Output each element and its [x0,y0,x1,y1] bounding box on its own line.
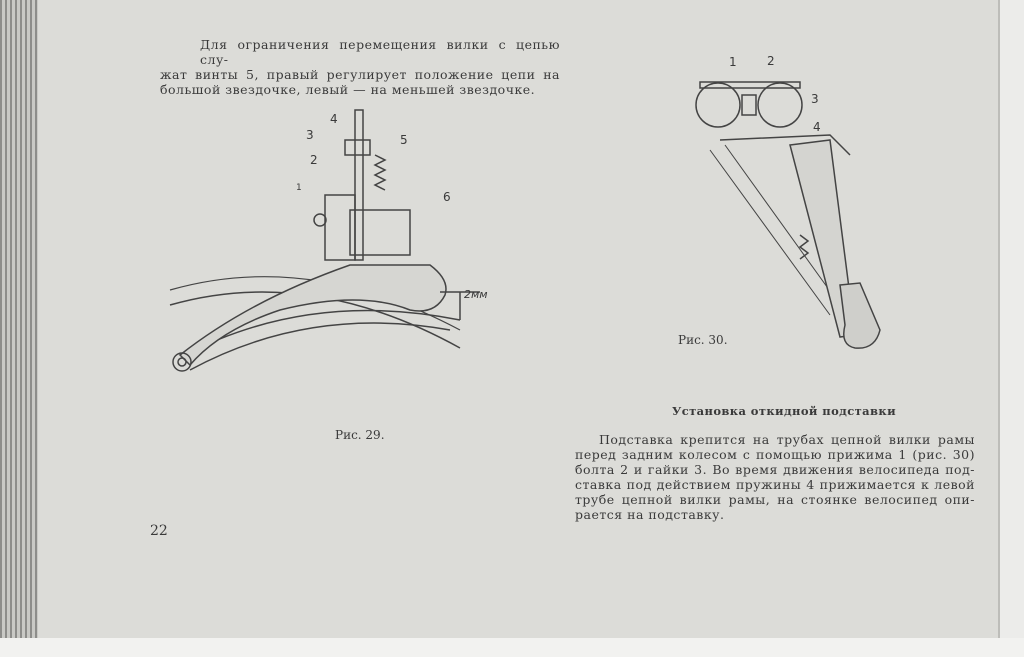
fig30-label-1: 1 [729,55,737,69]
figure-30-kickstand-drawing [695,81,881,349]
fig29-label-3: 3 [306,128,314,142]
text-line: жат винты 5, правый регулирует положение… [160,67,560,82]
fig30-label-3: 3 [811,92,819,106]
intro-paragraph: Для ограничения перемещения вилки с цепь… [160,37,560,97]
facing-page-edge [998,0,1024,657]
text-line: ставка под действием пружины 4 прижимает… [575,477,975,492]
fig30-label-4: 4 [813,120,821,134]
fig30-label-2: 2 [767,54,775,68]
text-line: большой звездочке, левый — на меньшей зв… [160,82,536,97]
figure-29-derailleur-drawing [169,109,480,372]
section-heading: Установка откидной подставки [672,404,897,418]
fig29-label-1: 1 [296,183,302,193]
scan-margin [0,638,1024,657]
section-paragraph: Подставка крепится на трубах цепной вилк… [575,432,975,522]
fig29-label-2: 2 [310,153,318,167]
text-line: рается на подставку. [575,507,725,522]
text-line: болта 2 и гайки 3. Во время движения вел… [575,462,975,477]
text-line: Для ограничения перемещения вилки с цепь… [200,37,560,67]
page-number: 22 [150,523,168,539]
page-stack-edge [0,0,40,640]
fig29-dimension: 2мм [464,288,488,301]
fig29-label-6: 6 [443,190,451,204]
text-line: перед задним колесом с помощью прижима 1… [575,447,975,462]
fig29-label-5: 5 [400,133,408,147]
fig29-label-4: 4 [330,112,338,126]
figure-29-caption: Рис. 29. [335,428,385,442]
text-line: Подставка крепится на трубах цепной вилк… [599,432,975,447]
figure-30-caption: Рис. 30. [678,333,728,347]
text-line: трубе цепной вилки рамы, на стоянке вело… [575,492,975,507]
